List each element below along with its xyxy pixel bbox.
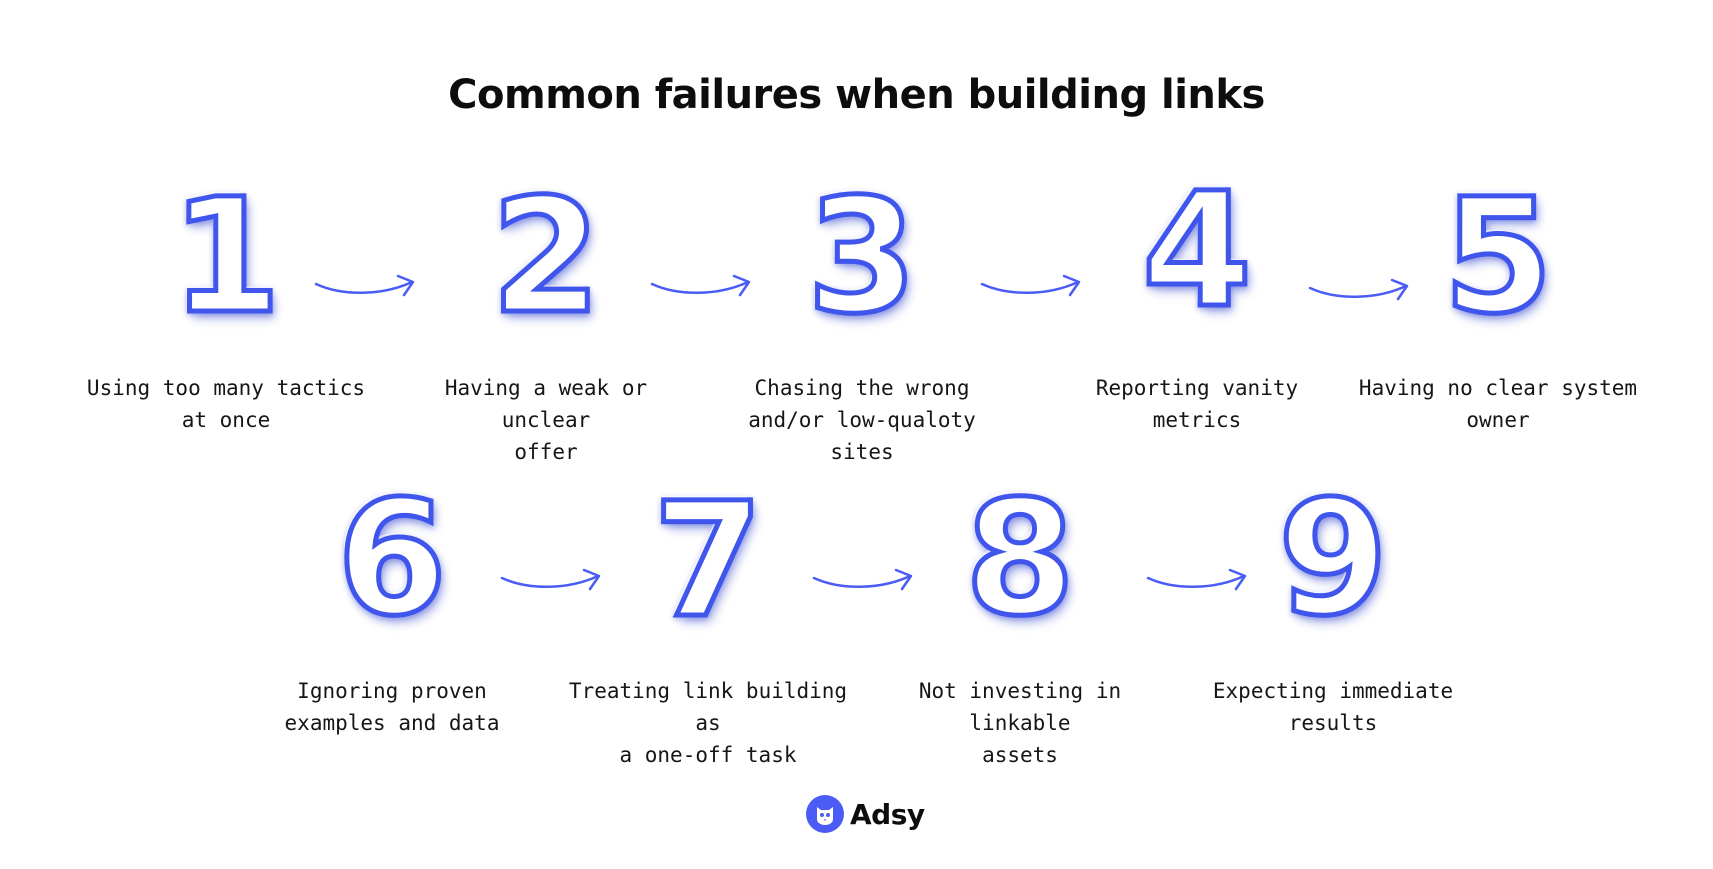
step-3-number: 3 bbox=[805, 165, 920, 349]
arrow-icon bbox=[1146, 568, 1247, 591]
logo-text: Adsy bbox=[850, 797, 925, 831]
arrow-icon bbox=[980, 274, 1081, 297]
adsy-logo: Adsy bbox=[806, 794, 925, 834]
arrow-icon bbox=[650, 274, 751, 297]
step-9-number: 9 bbox=[1276, 467, 1391, 651]
step-2-label: Having a weak or unclear offer bbox=[444, 376, 648, 464]
step-1-label: Using too many tactics at once bbox=[86, 376, 366, 432]
step-7-number: 7 bbox=[651, 469, 766, 653]
step-4-number: 4 bbox=[1140, 159, 1255, 343]
page-title: Common failures when building links bbox=[448, 72, 1265, 118]
step-5-label: Having no clear system owner bbox=[1358, 376, 1638, 432]
step-3-label: Chasing the wrong and/or low-qualoty sit… bbox=[748, 376, 976, 464]
arrow-icon bbox=[314, 274, 415, 297]
step-6-number: 6 bbox=[335, 467, 450, 651]
step-8-label: Not investing in linkable assets bbox=[918, 679, 1122, 767]
step-7-label: Treating link building as a one-off task bbox=[568, 679, 848, 767]
step-4-label: Reporting vanity metrics bbox=[1095, 376, 1299, 432]
step-1-number: 1 bbox=[169, 165, 284, 349]
step-5-number: 5 bbox=[1441, 165, 1556, 349]
owl-icon bbox=[806, 795, 844, 833]
step-9-label: Expecting immediate results bbox=[1212, 679, 1454, 735]
step-2-number: 2 bbox=[489, 165, 604, 349]
arrow-icon bbox=[500, 568, 601, 591]
step-8-number: 8 bbox=[963, 467, 1078, 651]
step-6-label: Ignoring proven examples and data bbox=[284, 679, 500, 735]
arrow-icon bbox=[1308, 278, 1409, 301]
arrow-icon bbox=[812, 568, 913, 591]
